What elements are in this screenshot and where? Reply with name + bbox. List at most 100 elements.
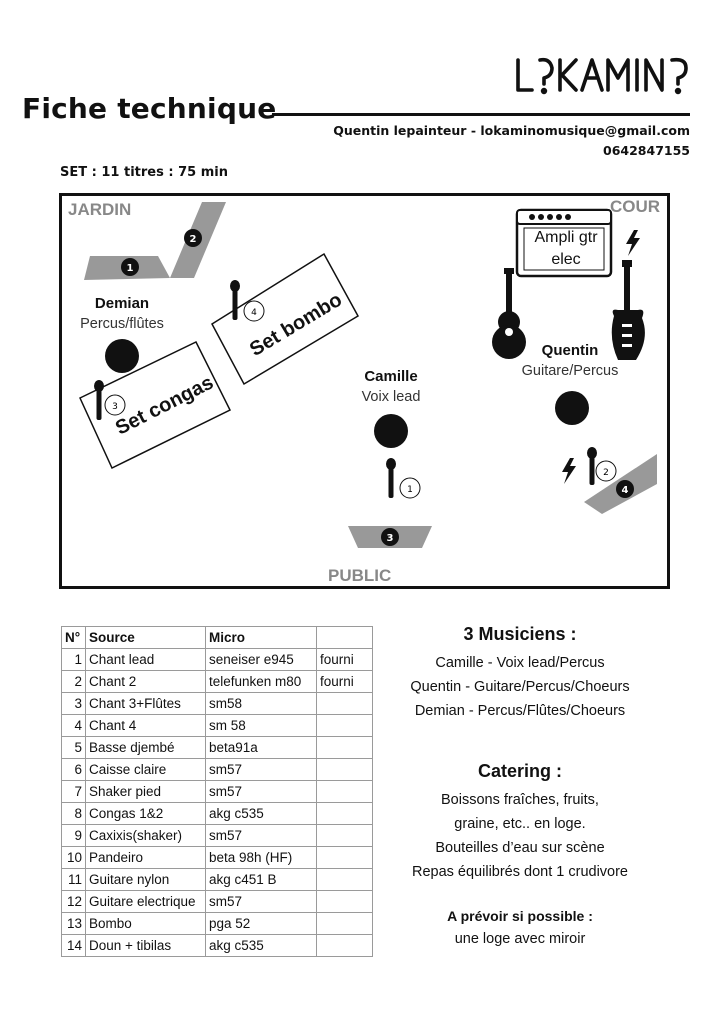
cell-extra [316,846,373,869]
svg-text:2: 2 [190,234,197,245]
cell-number: 3 [61,692,86,715]
svg-text:4: 4 [622,485,629,496]
cell-number: 9 [61,824,86,847]
cell-source: Chant 3+Flûtes [85,692,206,715]
contact-line: Quentin lepainteur - lokaminomusique@gma… [333,123,690,138]
cell-source: Guitare electrique [85,890,206,913]
cell-micro: sm57 [205,758,317,781]
svg-text:4: 4 [251,308,257,318]
cell-extra [316,758,373,781]
catering-line: Bouteilles d’eau sur scène [435,840,605,856]
cell-source: Caisse claire [85,758,206,781]
cell-micro: sm57 [205,780,317,803]
catering-title: Catering : [477,761,562,781]
svg-text:3: 3 [387,533,394,544]
svg-text:2: 2 [603,468,609,478]
cell-micro: pga 52 [205,912,317,935]
cell-micro: beta 98h (HF) [205,846,317,869]
set-congas-box [79,341,232,470]
jardin-label: JARDIN [68,200,132,219]
set-bombo-box [211,252,360,386]
public-label: PUBLIC [328,566,392,585]
musicians-title: 3 Musiciens : [463,624,577,644]
catering-line: graine, etc.. en loge. [454,816,586,832]
cell-number: 10 [61,846,86,869]
cell-extra [316,890,373,913]
cell-number: 6 [61,758,86,781]
amp-label: Ampli gtr elec [534,229,598,268]
cell-micro: beta91a [205,736,317,759]
cell-source: Guitare nylon [85,868,206,891]
musician-line: Camille - Voix lead/Percus [435,655,605,671]
svg-text:1: 1 [127,263,134,274]
stage-plan: 1 2 3 4 3 4 1 2 [59,193,670,589]
cell-source: Chant 2 [85,670,206,693]
cell-number: 8 [61,802,86,825]
cell-micro: seneiser e945 [205,648,317,671]
cell-extra [316,802,373,825]
mic-2-icon: 2 [587,447,617,485]
cell-number: 4 [61,714,86,737]
cell-source: Shaker pied [85,780,206,803]
monitor-1-badge: 1 [121,258,139,276]
cell-extra [316,780,373,803]
power-icon-stage-right [562,458,576,484]
acoustic-guitar-icon [492,268,526,359]
cell-source: Chant 4 [85,714,206,737]
demian-name: Demian [94,295,150,312]
cell-micro: sm 58 [205,714,317,737]
catering-line: Boissons fraîches, fruits, [441,792,599,808]
contact-block: Quentin lepainteur - lokaminomusique@gma… [333,121,690,161]
cell-source: Doun + tibilas [85,934,206,957]
page-title: Fiche technique [22,92,277,125]
cell-extra [316,692,373,715]
cell-source: Congas 1&2 [85,802,206,825]
stage-drawing: 1 2 3 4 3 4 1 2 [79,202,657,548]
musician-line: Demian - Percus/Flûtes/Choeurs [414,703,626,719]
cell-extra: fourni [316,648,373,671]
quentin-position [555,391,589,425]
cell-number: 1 [61,648,86,671]
cell-micro: akg c535 [205,934,317,957]
table-header-row: N° Source Micro [61,626,373,649]
svg-text:3: 3 [112,402,118,412]
quentin-role: Guitare/Percus [521,363,619,379]
power-icon-amp [626,230,640,256]
demian-role: Percus/flûtes [80,316,164,332]
cell-micro: telefunken m80 [205,670,317,693]
prevoir-block: A prévoir si possible : une loge avec mi… [396,905,644,951]
header-extra [316,626,373,649]
prevoir-line: une loge avec miroir [454,931,586,947]
cour-label: COUR [610,197,661,216]
catering-block: Catering : Boissons fraîches, fruits, gr… [396,761,644,884]
prevoir-title: A prévoir si possible : [447,908,593,924]
mic-1-icon: 1 [386,458,421,499]
cell-number: 2 [61,670,86,693]
catering-line: Repas équilibrés dont 1 crudivore [411,864,628,880]
mic-4-icon: 4 [230,280,265,322]
cell-micro: sm57 [205,824,317,847]
cell-source: Caxixis(shaker) [85,824,206,847]
phone-number: 0642847155 [603,143,690,158]
cell-extra [316,714,373,737]
monitor-2-badge: 2 [184,229,202,247]
cell-extra [316,934,373,957]
cell-source: Basse djembé [85,736,206,759]
quentin-name: Quentin [541,342,599,359]
electric-guitar-icon [611,260,645,360]
set-info: SET : 11 titres : 75 min [60,165,228,180]
header-micro: Micro [205,626,317,649]
cell-micro: akg c451 B [205,868,317,891]
cell-micro: akg c535 [205,802,317,825]
